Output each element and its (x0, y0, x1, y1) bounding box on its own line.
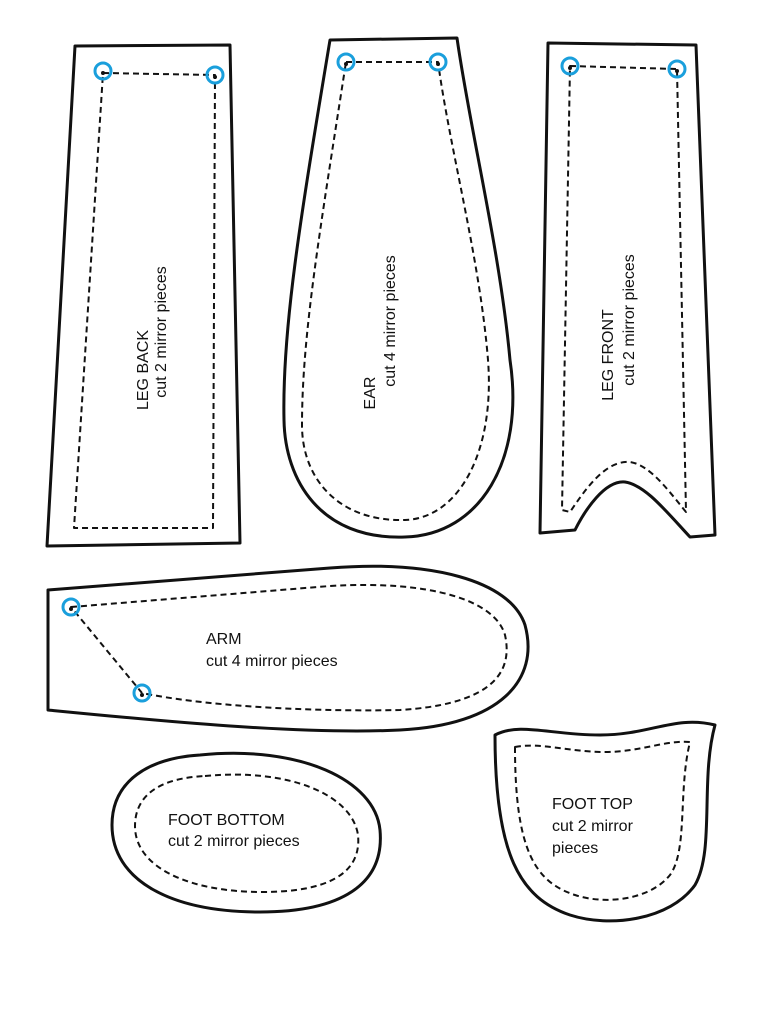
foot-bottom-cut-line (110, 751, 382, 914)
leg-back-piece: LEG BACK cut 2 mirror pieces (45, 43, 242, 548)
circle-marker-icon (428, 52, 448, 72)
leg-front-instructions: cut 2 mirror pieces (621, 254, 638, 386)
foot-top-piece: FOOT TOP cut 2 mirror pieces (493, 720, 717, 923)
ear-instructions: cut 4 mirror pieces (382, 255, 399, 387)
leg-front-piece: LEG FRONT cut 2 mirror pieces (538, 41, 717, 539)
leg-back-name: LEG BACK (135, 330, 152, 410)
circle-marker-icon (132, 683, 152, 703)
circle-marker-icon (61, 597, 81, 617)
circle-marker-icon (93, 61, 113, 81)
foot-top-instructions-line2: pieces (552, 840, 598, 857)
foot-bottom-instructions: cut 2 mirror pieces (168, 833, 300, 850)
ear-name: EAR (362, 377, 379, 410)
ear-seam-line (301, 61, 490, 522)
leg-back-cut-line (45, 43, 242, 548)
arm-instructions: cut 4 mirror pieces (206, 653, 338, 670)
foot-top-instructions-line1: cut 2 mirror (552, 818, 634, 835)
circle-marker-icon (205, 65, 225, 85)
leg-back-seam-line (73, 72, 216, 529)
leg-back-instructions: cut 2 mirror pieces (153, 266, 170, 398)
ear-piece: EAR cut 4 mirror pieces (282, 36, 515, 539)
arm-seam-line (70, 583, 508, 712)
leg-front-cut-line (538, 41, 717, 539)
arm-name: ARM (206, 631, 242, 648)
foot-bottom-piece: FOOT BOTTOM cut 2 mirror pieces (110, 751, 382, 914)
foot-bottom-name: FOOT BOTTOM (168, 812, 285, 829)
foot-top-cut-line (493, 720, 717, 923)
arm-piece: ARM cut 4 mirror pieces (46, 564, 530, 733)
ear-cut-line (282, 36, 515, 539)
leg-front-seam-line (561, 65, 687, 513)
foot-bottom-seam-line (134, 773, 360, 893)
circle-marker-icon (667, 59, 687, 79)
foot-top-name: FOOT TOP (552, 796, 633, 813)
arm-cut-line (46, 564, 530, 733)
circle-marker-icon (336, 52, 356, 72)
foot-top-seam-line (514, 740, 691, 901)
circle-marker-icon (560, 56, 580, 76)
leg-front-name: LEG FRONT (600, 309, 617, 401)
